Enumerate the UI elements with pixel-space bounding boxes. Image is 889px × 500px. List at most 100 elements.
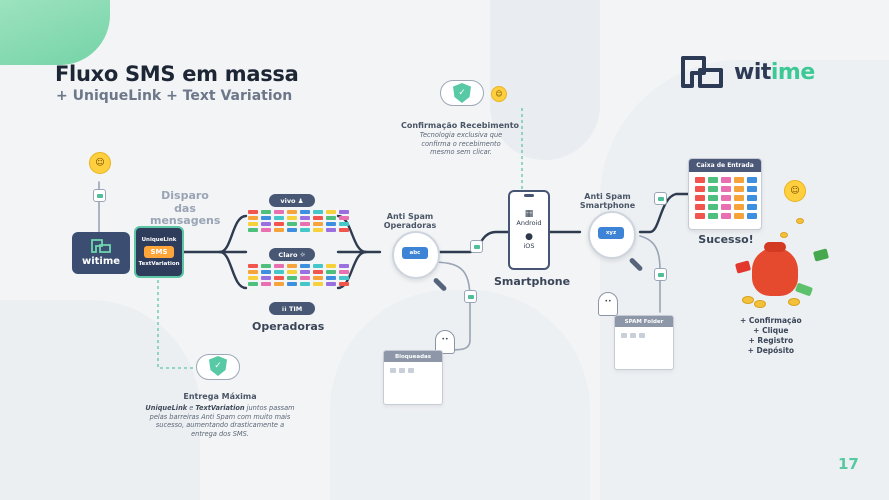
ios-os: ●iOS [523, 233, 535, 251]
phone-notch [524, 194, 534, 197]
message-cell [339, 216, 349, 220]
message-cell [339, 222, 349, 226]
background-shape [600, 60, 889, 500]
result-item: + Depósito [747, 346, 795, 356]
sucesso-label: Sucesso! [698, 233, 754, 246]
message-cell [326, 210, 336, 214]
message-cell [287, 210, 297, 214]
message-cell [721, 186, 731, 192]
folder-slots [615, 327, 673, 344]
message-cell [721, 213, 731, 219]
page-title: Fluxo SMS em massa [55, 62, 299, 86]
bloqueadas-folder: Bloqueadas [383, 350, 443, 405]
coin-icon [754, 300, 766, 308]
coin-icon [742, 296, 754, 304]
message-cell [313, 270, 323, 274]
message-cell [747, 204, 757, 210]
message-cell [248, 228, 258, 232]
message-cell [274, 270, 284, 274]
background-shape [330, 290, 590, 500]
ios-label: iOS [523, 242, 535, 250]
message-cell [734, 186, 744, 192]
message-icon [464, 290, 477, 303]
message-cell [326, 228, 336, 232]
disparo-label: Disparo das mensagens [150, 189, 221, 228]
message-cell [274, 276, 284, 280]
logo-wordmark: witime [734, 60, 815, 85]
bloqueadas-header: Bloqueadas [384, 351, 442, 362]
filter-lens: abc [402, 247, 428, 259]
message-cell [261, 276, 271, 280]
message-cell [708, 195, 718, 201]
smile-emoji-icon: ☺ [491, 86, 507, 102]
filter-magnifier-icon: abc [392, 231, 448, 292]
logo-text-dark: wit [734, 59, 771, 85]
message-cell [261, 264, 271, 268]
message-cell [313, 282, 323, 286]
desc-rest: juntos passam pelas barreiras Anti Spam … [149, 404, 295, 438]
message-cell [721, 204, 731, 210]
message-cell [326, 222, 336, 226]
message-cell [326, 282, 336, 286]
message-cell [339, 210, 349, 214]
bag-tie [764, 242, 786, 252]
message-cell [708, 177, 718, 183]
filter-lens: xyz [598, 227, 624, 239]
message-cell [708, 204, 718, 210]
background-shape [0, 300, 200, 500]
android-os: ▦Android [516, 210, 541, 228]
uniquelink-label: UniqueLink [141, 237, 177, 243]
result-item: + Confirmação [740, 316, 802, 325]
message-cell [300, 282, 310, 286]
witime-logo-icon [681, 56, 723, 88]
message-cell [248, 270, 258, 274]
message-cell [313, 228, 323, 232]
message-cell [339, 276, 349, 280]
message-cell [261, 282, 271, 286]
claro-label: Claro [278, 250, 298, 259]
coin-icon [788, 298, 800, 306]
folder-slots [384, 362, 442, 379]
message-cell [274, 216, 284, 220]
message-cell [274, 282, 284, 286]
message-cell [313, 264, 323, 268]
page-number: 17 [838, 455, 859, 473]
message-cell [313, 210, 323, 214]
claro-message-grid [248, 264, 349, 286]
message-cell [287, 222, 297, 226]
message-cell [339, 228, 349, 232]
desc-textvariation: TextVariation [195, 404, 245, 412]
message-cell [339, 282, 349, 286]
message-cell [287, 216, 297, 220]
message-cell [734, 213, 744, 219]
page-subtitle: + UniqueLink + Text Variation [56, 88, 293, 104]
spam-folder-header: SPAM Folder [615, 316, 673, 327]
ghost-icon: •• [598, 292, 618, 316]
message-cell [248, 264, 258, 268]
message-cell [721, 195, 731, 201]
message-cell [248, 282, 258, 286]
vivo-message-grid [248, 210, 349, 232]
message-cell [734, 177, 744, 183]
message-cell [248, 276, 258, 280]
spam-folder: SPAM Folder [614, 315, 674, 370]
message-cell [695, 186, 705, 192]
message-cell [313, 276, 323, 280]
inbox-header: Caixa de Entrada [689, 159, 761, 172]
message-cell [300, 216, 310, 220]
message-cell [287, 270, 297, 274]
message-cell [248, 222, 258, 226]
message-cell [747, 195, 757, 201]
money-bag-icon [752, 242, 798, 296]
message-cell [248, 210, 258, 214]
message-cell [274, 222, 284, 226]
message-cell [287, 282, 297, 286]
results-list: + Confirmação + Clique + Registro + Depó… [740, 316, 802, 357]
result-item: + Registro [748, 336, 794, 346]
witime-label: witime [81, 256, 121, 267]
message-cell [721, 177, 731, 183]
inbox-message-grid [695, 177, 757, 219]
background-shape [490, 0, 600, 160]
message-cell [695, 204, 705, 210]
witime-logo: witime [680, 52, 840, 92]
